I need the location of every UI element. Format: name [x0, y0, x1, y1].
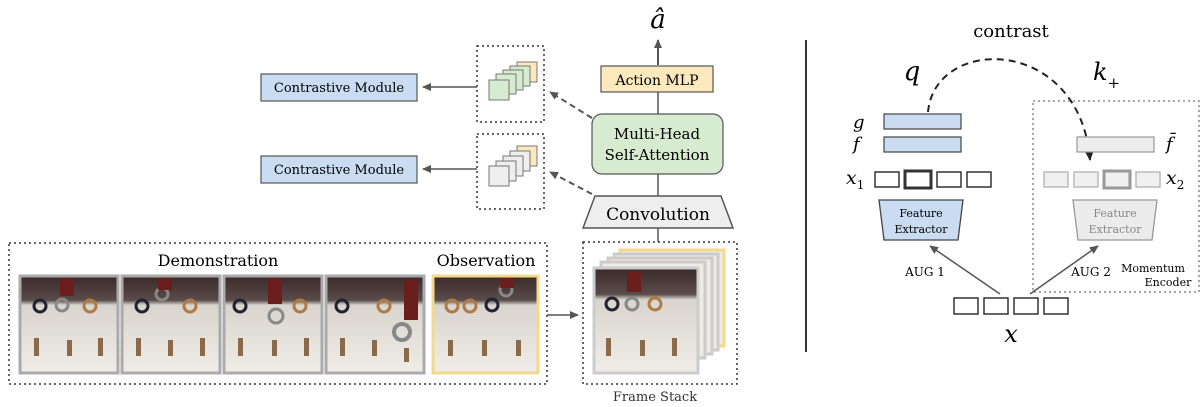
feature-extractor-momentum: Feature Extractor — [1072, 199, 1158, 241]
fbar-label: f̄ — [1164, 131, 1176, 155]
demonstration-frame-4 — [324, 274, 426, 375]
projection-g-box — [883, 113, 962, 130]
attention-label-line2: Self-Attention — [605, 146, 710, 164]
projection-f-box — [883, 136, 962, 153]
contrast-dashed-arc — [927, 58, 1094, 161]
frame-stack-container — [582, 241, 738, 385]
feature-extractor-online-line2: Extractor — [895, 223, 949, 236]
x1-token-row — [874, 169, 992, 190]
conv-to-stack-dashed-arrow — [549, 171, 593, 195]
x2-token-row — [1043, 169, 1161, 190]
contrast-label: contrast — [973, 21, 1049, 42]
aug1-label: AUG 1 — [904, 265, 945, 279]
demonstration-frame-2 — [120, 274, 222, 375]
x2-label: x2 — [1166, 167, 1184, 192]
demonstration-frame-3 — [222, 274, 324, 375]
frame-stack-label: Frame Stack — [613, 390, 697, 405]
action-mlp-box: Action MLP — [600, 65, 714, 93]
feature-extractor-online: Feature Extractor — [878, 199, 964, 241]
feature-extractor-momentum-line1: Feature — [1093, 207, 1136, 220]
aug2-arrow — [1029, 245, 1099, 295]
aug2-label: AUG 2 — [1070, 265, 1111, 279]
attention-label-line1: Multi-Head — [614, 125, 701, 143]
x1-label: x1 — [846, 167, 864, 192]
contrastive-module-top: Contrastive Module — [260, 73, 418, 102]
contrastive-module-bottom: Contrastive Module — [260, 155, 418, 184]
projection-fbar-box — [1076, 136, 1155, 153]
feature-extractor-momentum-line2: Extractor — [1089, 223, 1143, 236]
kplus-label: k+ — [1093, 58, 1120, 92]
observation-label: Observation — [437, 251, 536, 270]
x-input-label: x — [1004, 320, 1018, 348]
observation-frame — [431, 274, 540, 375]
momentum-encoder-label-line1: Momentum — [1121, 262, 1185, 275]
demonstration-frame-1 — [18, 274, 120, 375]
contrastive-module-bottom-label: Contrastive Module — [274, 163, 405, 178]
q-label: q — [904, 57, 921, 87]
attention-box: Multi-Head Self-Attention — [591, 113, 724, 175]
demonstration-label: Demonstration — [158, 251, 279, 270]
contrastive-module-top-label: Contrastive Module — [274, 81, 405, 96]
momentum-encoder-container — [1032, 100, 1200, 293]
convolution-label: Convolution — [606, 205, 710, 225]
aug1-arrow — [929, 245, 1001, 295]
action-mlp-label: Action MLP — [614, 73, 698, 89]
output-action-label: â — [650, 5, 666, 35]
x-token-row — [953, 297, 1069, 315]
feature-stack-bottom — [476, 133, 545, 210]
convolution-block: Convolution — [581, 195, 735, 229]
g-label: g — [853, 112, 865, 133]
frame-stack-images — [592, 248, 726, 375]
f-label: f — [851, 134, 863, 155]
attn-to-stack-dashed-arrow — [549, 91, 593, 119]
feature-extractor-online-line1: Feature — [899, 207, 942, 220]
momentum-encoder-label-line2: Encoder — [1145, 276, 1192, 289]
feature-stack-top — [476, 45, 545, 123]
